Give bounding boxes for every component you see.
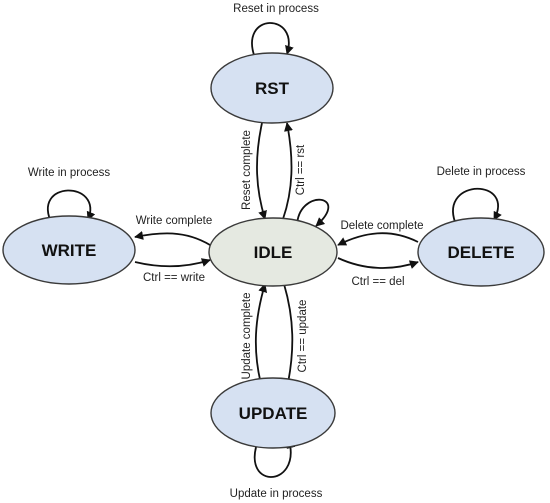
- edge-idle-to-rst: [282, 122, 293, 220]
- label-write-complete: Write complete: [136, 215, 212, 227]
- edge-idle-to-update: [283, 283, 294, 389]
- edge-idle-to-delete: [337, 257, 419, 269]
- label-write-in-process: Write in process: [28, 167, 110, 179]
- label-reset-complete: Reset complete: [241, 130, 253, 210]
- state-write-shape: [2, 215, 136, 285]
- label-update-in-process: Update in process: [230, 488, 323, 500]
- state-idle-label: IDLE: [254, 243, 293, 262]
- update-self-loop: [253, 435, 296, 478]
- label-delete-complete: Delete complete: [340, 220, 423, 232]
- state-delete: DELETE: [417, 217, 545, 287]
- state-rst-label: RST: [255, 79, 290, 98]
- rst-self-loop: [251, 22, 294, 59]
- state-rst: RST: [210, 52, 334, 124]
- state-write: WRITE: [2, 215, 136, 285]
- label-delete-in-process: Delete in process: [437, 166, 526, 178]
- idle-self-loop: [296, 198, 330, 227]
- label-reset-in-process: Reset in process: [233, 3, 319, 15]
- label-ctrl-del: Ctrl == del: [351, 276, 404, 288]
- state-delete-shape: [417, 217, 545, 287]
- state-idle-shape: [208, 217, 338, 287]
- label-ctrl-update: Ctrl == update: [297, 300, 309, 373]
- delete-self-loop: [452, 187, 502, 223]
- edge-rst-to-idle: [256, 122, 267, 220]
- edge-delete-to-idle: [337, 232, 419, 246]
- state-write-label: WRITE: [42, 241, 97, 260]
- label-update-complete: Update complete: [241, 293, 253, 380]
- state-update: UPDATE: [210, 377, 336, 449]
- state-delete-label: DELETE: [447, 243, 514, 262]
- edge-update-to-idle: [254, 283, 268, 389]
- label-ctrl-rst: Ctrl == rst: [295, 144, 307, 195]
- state-update-label: UPDATE: [239, 404, 308, 423]
- label-ctrl-write: Ctrl == write: [143, 272, 205, 284]
- edge-idle-to-write: [134, 230, 211, 246]
- write-self-loop: [47, 189, 96, 225]
- state-update-shape: [210, 377, 336, 449]
- state-rst-shape: [210, 52, 334, 124]
- edge-write-to-idle: [134, 258, 211, 268]
- state-idle: IDLE: [208, 217, 338, 287]
